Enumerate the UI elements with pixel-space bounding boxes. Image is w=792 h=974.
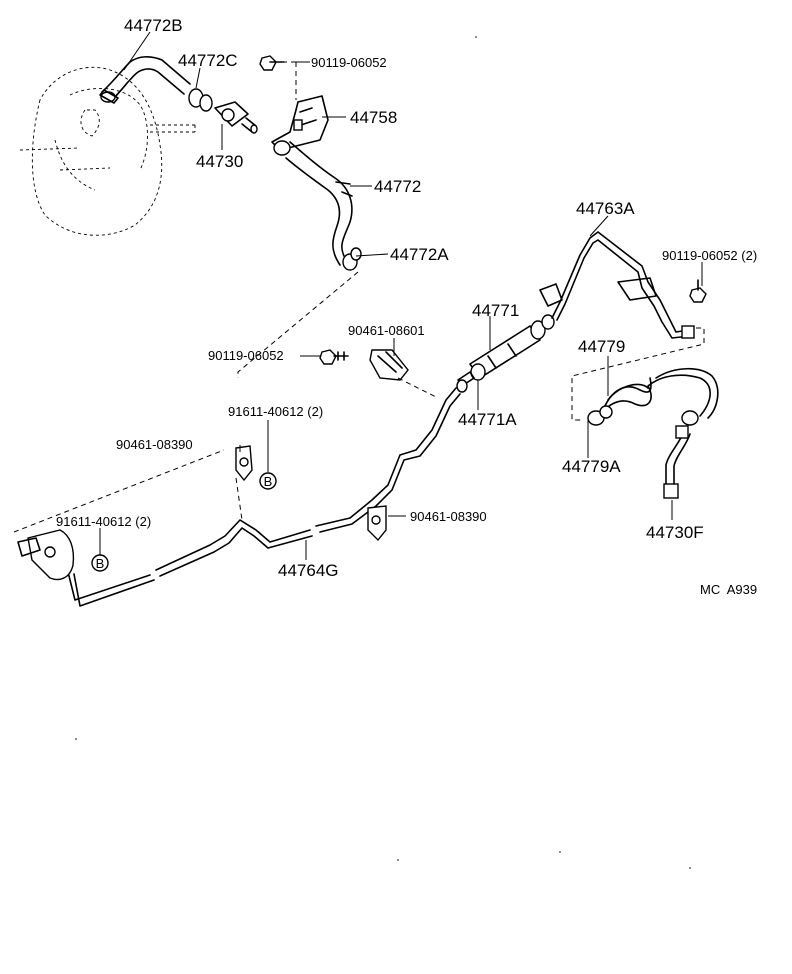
bolt-90119-top: [259, 55, 285, 71]
clamp-90461-08390-right: [367, 505, 387, 542]
clamp-44779a: [587, 405, 613, 426]
bracket-44758: [271, 61, 329, 151]
hose-44772b: [99, 56, 191, 104]
label-44779a: 44779A: [562, 457, 621, 476]
label-91611-40612-upper: 91611-40612 (2): [228, 404, 323, 419]
label-90119-06052-top: 90119-06052: [311, 55, 387, 70]
label-91611-40612-lower: 91611-40612 (2): [56, 514, 151, 529]
marker-b-lower: B: [91, 554, 109, 572]
booster-outline: [19, 66, 196, 236]
leader-dashed-c: [571, 327, 705, 421]
label-90461-08390-left: 90461-08390: [116, 437, 193, 452]
bolt-90119-mid: [319, 349, 349, 365]
label-44779: 44779: [578, 337, 625, 356]
scan-specks: [75, 36, 691, 869]
leader-lines: [99, 31, 703, 560]
bolt-90119-right: [689, 279, 707, 303]
leader-dashed-d: [235, 477, 243, 521]
label-44763a: 44763A: [576, 199, 635, 218]
marker-b-lower-text: B: [96, 556, 105, 571]
label-90461-08601: 90461-08601: [348, 323, 425, 338]
diagram-code: MC A939: [700, 582, 757, 597]
leader-dashed-b: [397, 377, 439, 399]
label-44730f: 44730F: [646, 523, 704, 542]
leader-dashed-a: [237, 271, 359, 378]
reservoir-lower-left: [17, 529, 75, 581]
part-labels: 44772B 44772C 90119-06052 44758 44730 44…: [56, 16, 757, 597]
hose-44772: [273, 140, 353, 266]
label-90119-06052-2: 90119-06052 (2): [662, 248, 757, 263]
clamp-90461-08390-left: [235, 445, 253, 482]
pipe-44730f: [663, 410, 699, 499]
clamp-44772c: [188, 88, 213, 112]
label-44730: 44730: [196, 152, 243, 171]
label-44772: 44772: [374, 177, 421, 196]
pipe-44763a: [539, 231, 695, 339]
label-90461-08390-right: 90461-08390: [410, 509, 487, 524]
label-44772a: 44772A: [390, 245, 449, 264]
leader-dashed-e: [13, 449, 225, 533]
marker-b-upper: B: [259, 472, 277, 490]
clip-90461-08601: [369, 349, 409, 381]
hose-44771: [469, 314, 555, 379]
union-44730: [214, 101, 258, 134]
label-90119-06052-mid: 90119-06052: [208, 348, 284, 363]
marker-b-upper-text: B: [264, 474, 273, 489]
label-44764g: 44764G: [278, 561, 339, 580]
hose-44779: [597, 367, 719, 421]
pipe-44764g: [67, 379, 468, 607]
clamp-44772a: [342, 247, 362, 271]
label-44772c: 44772C: [178, 51, 238, 70]
label-44771: 44771: [472, 301, 519, 320]
label-44758: 44758: [350, 108, 397, 127]
label-44772b: 44772B: [124, 16, 183, 35]
label-44771a: 44771A: [458, 410, 517, 429]
